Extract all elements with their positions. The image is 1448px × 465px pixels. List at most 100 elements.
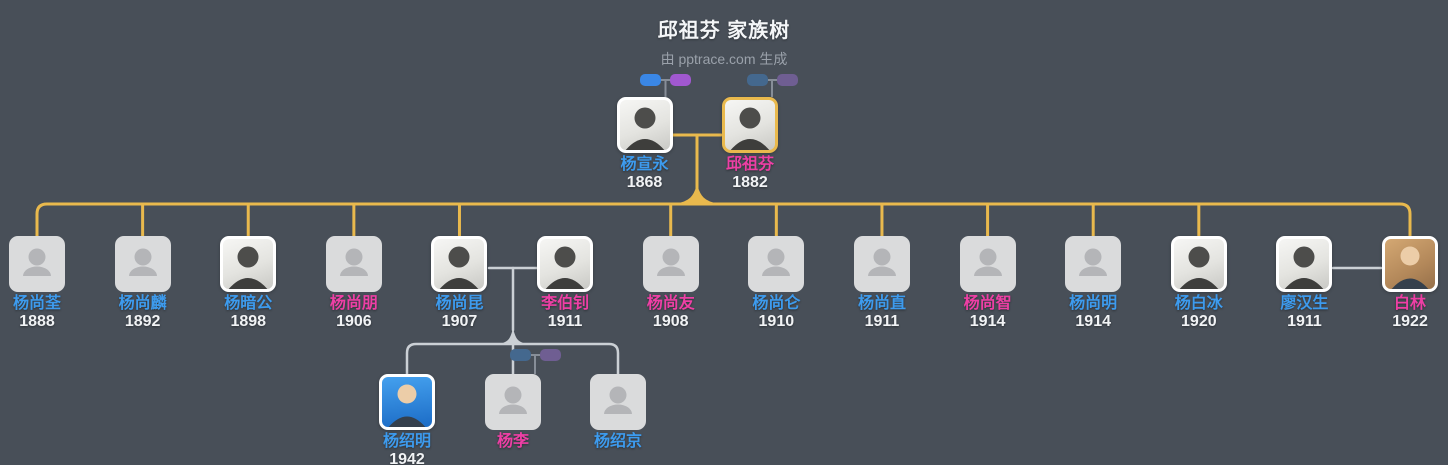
person-year: 1914 — [1075, 313, 1111, 330]
person-node: 李伯钊 1911 — [517, 236, 613, 331]
person-name: 杨尚昆 — [435, 295, 484, 312]
person-icon — [604, 386, 632, 414]
person-node: 杨尚友 1908 — [623, 236, 719, 331]
person-node: 杨尚朋 1906 — [306, 236, 402, 331]
person-node: 杨白冰 1920 — [1151, 236, 1247, 331]
person-year: 1920 — [1181, 313, 1217, 330]
person-node: 杨宣永 1868 — [597, 97, 693, 192]
person-photo[interactable] — [642, 236, 699, 292]
person-name: 杨尚智 — [963, 295, 1012, 312]
person-name: 白林 — [1394, 295, 1427, 312]
person-year: 1898 — [230, 313, 267, 330]
person-name: 杨尚荃 — [12, 295, 61, 312]
person-icon — [1179, 246, 1218, 289]
person-name: 杨尚直 — [857, 295, 906, 312]
person-node: 白林 1922 — [1362, 236, 1448, 331]
person-year: 1922 — [1392, 313, 1428, 330]
person-icon — [1391, 246, 1429, 289]
person-node: 杨绍明 1942 — [359, 374, 455, 465]
person-icon — [1285, 246, 1324, 289]
person-year: 1911 — [1287, 313, 1322, 330]
person-photo[interactable] — [616, 97, 673, 153]
person-icon — [867, 248, 896, 276]
mother-pill[interactable] — [670, 74, 691, 86]
person-year: 1868 — [626, 174, 663, 191]
person-icon — [23, 248, 51, 276]
person-year: 1907 — [441, 313, 478, 330]
person-name: 杨暗公 — [224, 295, 273, 312]
person-year: 1911 — [547, 313, 583, 330]
person-name: 杨李 — [496, 433, 529, 450]
person-photo[interactable] — [220, 236, 277, 292]
person-icon — [1079, 248, 1108, 276]
person-photo[interactable] — [1382, 236, 1439, 292]
mother-pill[interactable] — [777, 74, 798, 86]
person-photo[interactable] — [748, 236, 805, 292]
person-node: 杨尚明 1914 — [1045, 236, 1141, 331]
person-name: 杨绍明 — [382, 433, 431, 450]
person-node: 杨尚直 1911 — [834, 236, 930, 331]
person-node: 邱祖芬 1882 — [702, 97, 798, 192]
person-node: 杨尚荃 1888 — [0, 236, 85, 331]
person-photo[interactable] — [959, 236, 1016, 292]
person-photo[interactable] — [1276, 236, 1333, 292]
father-pill[interactable] — [747, 74, 768, 86]
person-photo[interactable] — [379, 374, 435, 430]
person-year: 1906 — [336, 313, 372, 330]
person-photo[interactable] — [325, 236, 382, 292]
person-name: 杨尚麟 — [118, 295, 167, 312]
person-photo[interactable] — [9, 236, 65, 292]
person-year: 1910 — [758, 313, 795, 330]
person-photo[interactable] — [853, 236, 910, 292]
person-year: 1908 — [652, 313, 689, 330]
person-name: 杨尚朋 — [329, 295, 378, 312]
person-icon — [229, 246, 268, 289]
person-photo[interactable] — [537, 236, 594, 292]
person-photo[interactable] — [1065, 236, 1122, 292]
person-name: 廖汉生 — [1280, 295, 1329, 312]
person-node: 杨尚麟 1892 — [95, 236, 191, 331]
person-name: 杨绍京 — [593, 433, 642, 450]
person-year: 1882 — [732, 174, 768, 191]
person-icon — [545, 246, 585, 289]
person-photo[interactable] — [114, 236, 171, 292]
person-name: 李伯钊 — [541, 295, 590, 312]
person-icon — [388, 384, 426, 427]
person-icon — [339, 248, 368, 276]
person-node: 杨尚仑 1910 — [728, 236, 824, 331]
person-year: 1911 — [864, 313, 900, 330]
person-name: 杨尚明 — [1069, 295, 1118, 312]
person-icon — [656, 248, 685, 276]
person-icon — [440, 246, 479, 289]
person-year: 1942 — [389, 451, 425, 465]
person-icon — [762, 248, 791, 276]
person-name: 杨宣永 — [620, 156, 669, 173]
person-icon — [128, 248, 157, 276]
person-icon — [625, 107, 664, 150]
person-icon — [730, 107, 770, 150]
father-pill[interactable] — [640, 74, 661, 86]
person-photo[interactable] — [722, 97, 778, 153]
person-node: 杨尚昆 1907 — [411, 236, 507, 331]
mother-pill[interactable] — [540, 349, 561, 361]
person-name: 邱祖芬 — [725, 156, 774, 173]
person-photo[interactable] — [485, 374, 541, 430]
person-year: 1888 — [19, 313, 55, 330]
person-photo[interactable] — [431, 236, 488, 292]
person-name: 杨尚仑 — [752, 295, 801, 312]
person-year: 1892 — [124, 313, 161, 330]
person-photo[interactable] — [590, 374, 646, 430]
person-year: 1914 — [969, 313, 1006, 330]
person-node: 杨绍京 — [570, 374, 666, 451]
person-node: 杨尚智 1914 — [940, 236, 1036, 331]
person-icon — [499, 386, 527, 414]
person-node: 杨李 — [465, 374, 561, 451]
person-name: 杨尚友 — [646, 295, 695, 312]
person-node: 廖汉生 1911 — [1256, 236, 1352, 331]
father-pill[interactable] — [510, 349, 531, 361]
person-photo[interactable] — [1170, 236, 1227, 292]
person-name: 杨白冰 — [1174, 295, 1223, 312]
person-node: 杨暗公 1898 — [200, 236, 296, 331]
